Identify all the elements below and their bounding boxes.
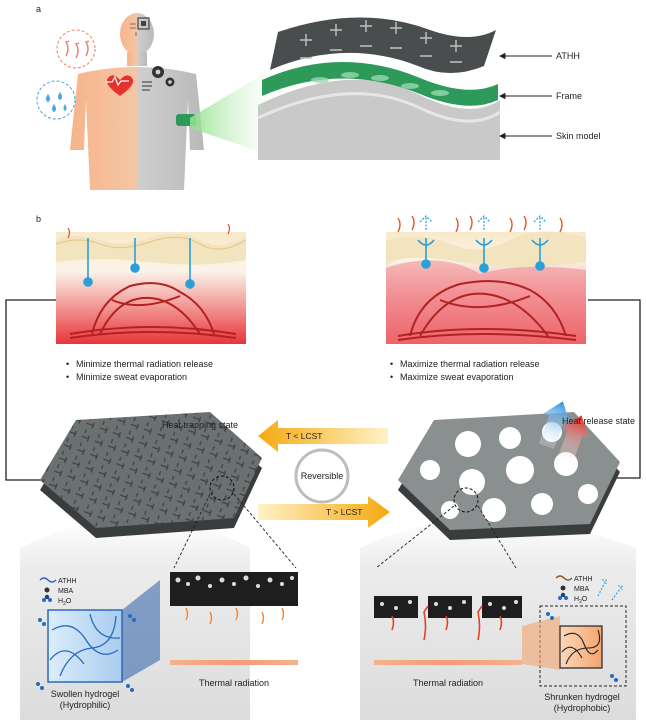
- legend-mba-left: MBA: [58, 588, 74, 595]
- left-bracket: [5, 299, 56, 481]
- svg-text:•: •: [66, 359, 69, 369]
- human-body-illustration: [70, 13, 204, 190]
- legend-athh-right: ATHH: [574, 576, 593, 583]
- athh-chain-icon-right: [555, 575, 573, 581]
- panel-a-letter: a: [36, 4, 41, 14]
- skin-model-block: [258, 79, 500, 160]
- zoom-beam: [190, 70, 270, 155]
- t-high-label: T > LCST: [326, 507, 362, 517]
- swollen-label-1: Swollen hydrogel: [51, 689, 120, 699]
- athh-chain-icon: [39, 577, 57, 583]
- heat-release-hydrogel: [375, 401, 620, 569]
- gear-icon: [142, 66, 175, 91]
- right-bullet-1: Maximize thermal radiation release: [400, 359, 540, 369]
- athh-pattern: [300, 20, 462, 63]
- shrunken-label-2: (Hydrophobic): [554, 703, 611, 713]
- skin-model-label: Skin model: [556, 131, 601, 141]
- left-porous-layer: [170, 572, 298, 665]
- swollen-label-2: (Hydrophilic): [60, 700, 111, 710]
- right-bracket: [588, 299, 641, 479]
- athh-sheet: [270, 17, 496, 73]
- right-bullet-list: • Maximize thermal radiation release • M…: [390, 359, 540, 382]
- thermal-radiation-right: Thermal radiation: [413, 678, 483, 688]
- left-tissue-cross-section: [55, 223, 247, 344]
- zoom-circle-left: [209, 475, 235, 501]
- chip-icon: [130, 17, 150, 36]
- water-molecule-icon: [42, 594, 52, 602]
- zoom-circle-right: [453, 487, 479, 513]
- reversible-circle: [294, 448, 350, 504]
- water-molecule-icon-right: [558, 592, 568, 600]
- label-arrows-a: [498, 52, 552, 140]
- legend-athh-left: ATHH: [58, 578, 77, 585]
- right-tissue-cross-section: [386, 215, 586, 344]
- shrunken-hydrogel-cube: [522, 605, 627, 687]
- left-legend: [39, 577, 57, 602]
- legend-mba-right: MBA: [574, 586, 590, 593]
- mba-dot-icon-right: [560, 585, 566, 591]
- heat-release-label: Heat release state: [562, 416, 635, 426]
- heart-icon: [106, 75, 134, 96]
- heating-arrow: [258, 496, 390, 528]
- athh-label: ATHH: [556, 51, 580, 61]
- svg-text:•: •: [390, 359, 393, 369]
- reversible-label: Reversible: [301, 471, 344, 481]
- svg-text:•: •: [390, 372, 393, 382]
- left-bullet-list: • Minimize thermal radiation release • M…: [66, 359, 213, 382]
- reversible-transition: [258, 420, 390, 528]
- heat-emission-icon: [56, 29, 96, 69]
- left-bullet-2: Minimize sweat evaporation: [76, 372, 187, 382]
- svg-text:•: •: [66, 372, 69, 382]
- legend-h2o-right: H2O: [574, 596, 588, 605]
- sweat-drops-icon: [36, 80, 76, 120]
- mba-dot-icon: [44, 587, 50, 593]
- heat-trapping-label: Heat trapping state: [162, 420, 238, 430]
- left-bullet-1: Minimize thermal radiation release: [76, 359, 213, 369]
- right-porous-layer: [374, 596, 522, 665]
- right-zoom-base: [360, 518, 636, 720]
- cooling-arrow: [258, 420, 388, 452]
- vapor-arrows: [597, 579, 623, 601]
- shrunken-label-1: Shrunken hydrogel: [544, 692, 620, 702]
- right-bullet-2: Maximize sweat evaporation: [400, 372, 514, 382]
- right-legend: [555, 575, 573, 600]
- thermal-radiation-left: Thermal radiation: [199, 678, 269, 688]
- legend-h2o-left: H2O: [58, 598, 72, 607]
- t-low-label: T < LCST: [286, 431, 322, 441]
- frame-label: Frame: [556, 91, 582, 101]
- panel-b-letter: b: [36, 214, 41, 224]
- swollen-hydrogel-cube: [36, 580, 160, 692]
- heat-trapping-hydrogel: [40, 412, 297, 569]
